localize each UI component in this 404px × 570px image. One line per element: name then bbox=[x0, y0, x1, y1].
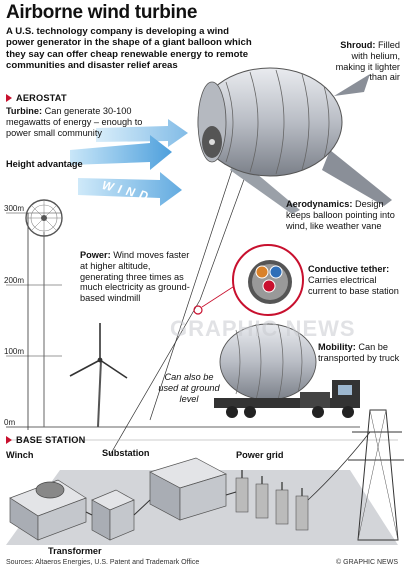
ground-windmill-illustration bbox=[69, 323, 128, 428]
axis-tick-200m: 200m bbox=[4, 276, 25, 285]
base-station-illustration bbox=[6, 409, 404, 545]
callout-height: Height advantage bbox=[6, 159, 83, 170]
callout-turbine-body: Can generate 30-100 megawatts of energy … bbox=[6, 106, 143, 138]
callout-tether: Conductive tether: Carries electrical cu… bbox=[308, 264, 400, 296]
axis-tick-300m: 300m bbox=[4, 204, 25, 213]
callout-mobility-head: Mobility: bbox=[318, 342, 356, 352]
watermark: GRAPHIC NEWS bbox=[170, 316, 356, 341]
callout-mobility: Mobility: Can be transported by truck bbox=[318, 342, 400, 364]
callout-shroud-head: Shroud: bbox=[340, 40, 376, 50]
callout-tether-head: Conductive tether: bbox=[308, 264, 390, 274]
callout-shroud-body: Filled with helium, making it lighter th… bbox=[335, 40, 400, 83]
label-transformer: Transformer bbox=[48, 546, 102, 556]
intro-text: A U.S. technology company is developing … bbox=[6, 26, 252, 72]
section-base-station: BASE STATION bbox=[6, 435, 85, 445]
label-winch: Winch bbox=[6, 450, 34, 460]
aerostat-balloon bbox=[197, 67, 392, 214]
tether-lines bbox=[109, 169, 247, 456]
tether-cross-section bbox=[232, 244, 304, 316]
callout-power-body: Wind moves faster at higher altitude, ge… bbox=[80, 250, 190, 304]
page-title: Airborne wind turbine bbox=[6, 2, 198, 23]
footer-sources: Sources: Altaeros Energies, U.S. Patent … bbox=[6, 559, 200, 566]
label-substation: Substation bbox=[102, 448, 150, 458]
callout-tether-body: Carries electrical current to base stati… bbox=[308, 274, 399, 296]
callout-ground-body: Can also be used at ground level bbox=[158, 372, 220, 404]
callout-mobility-body: Can be transported by truck bbox=[318, 342, 400, 363]
altitude-axis bbox=[6, 212, 360, 430]
callout-aerodynamics-body: Design keeps balloon pointing into wind,… bbox=[286, 199, 395, 231]
callout-turbine: Turbine: Can generate 30-100 megawatts o… bbox=[6, 106, 146, 138]
callout-aerodynamics: Aerodynamics: Design keeps balloon point… bbox=[286, 199, 400, 231]
callout-power: Power: Wind moves faster at higher altit… bbox=[80, 250, 196, 304]
callout-shroud: Shroud: Filled with helium, making it li… bbox=[324, 40, 400, 83]
callout-aerodynamics-head: Aerodynamics: bbox=[286, 199, 353, 209]
section-marker-icon bbox=[6, 436, 12, 444]
footer-credit: © GRAPHIC NEWS bbox=[336, 559, 398, 566]
axis-tick-0m: 0m bbox=[4, 418, 16, 427]
callout-height-head: Height advantage bbox=[6, 159, 83, 169]
high-windmill-illustration bbox=[25, 199, 63, 427]
wind-arrows bbox=[70, 119, 188, 206]
callout-ground: Can also be used at ground level bbox=[158, 372, 220, 404]
section-marker-icon bbox=[6, 94, 12, 102]
section-base-station-label: BASE STATION bbox=[16, 435, 86, 445]
truck-illustration bbox=[214, 323, 360, 418]
axis-tick-100m: 100m bbox=[4, 347, 25, 356]
section-aerostat-label: AEROSTAT bbox=[16, 93, 67, 103]
callout-turbine-head: Turbine: bbox=[6, 106, 43, 116]
label-power-grid: Power grid bbox=[236, 450, 284, 460]
callout-power-head: Power: bbox=[80, 250, 111, 260]
section-aerostat: AEROSTAT bbox=[6, 93, 67, 103]
